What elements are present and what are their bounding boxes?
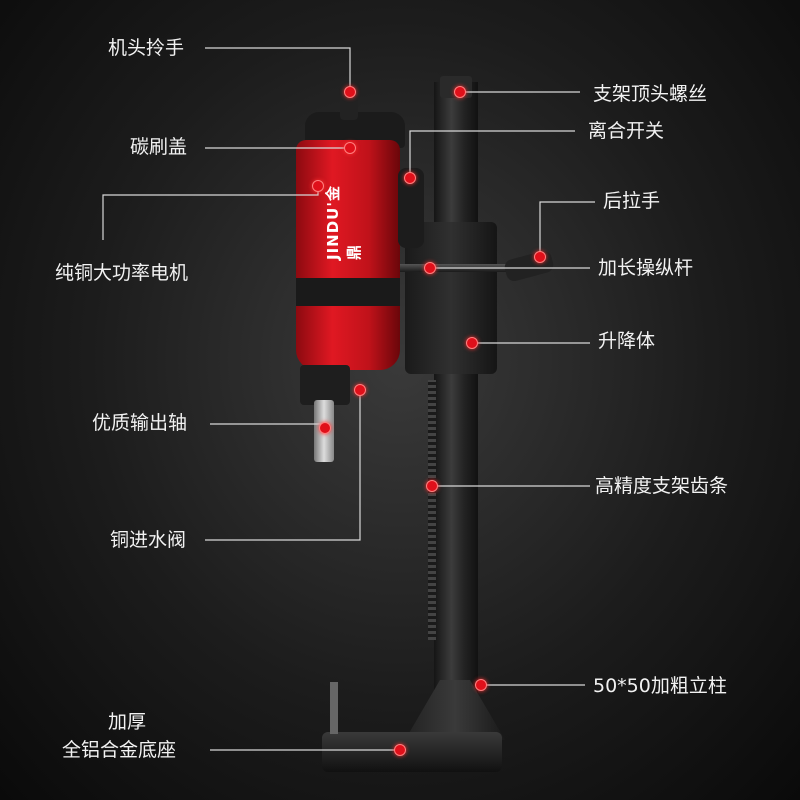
carriage	[405, 222, 497, 374]
marker-carriage	[466, 337, 478, 349]
label-lever: 加长操纵杆	[598, 257, 694, 279]
motor-band	[296, 278, 400, 306]
marker-brush-cover	[344, 142, 356, 154]
marker-water-valve	[354, 384, 366, 396]
marker-top-screw	[454, 86, 466, 98]
gearbox	[300, 365, 350, 405]
base-plate	[322, 732, 502, 772]
marker-output-shaft	[319, 422, 331, 434]
marker-handle	[344, 86, 356, 98]
label-water-valve: 铜进水阀	[110, 529, 187, 551]
label-brush-cover: 碳刷盖	[130, 136, 188, 158]
marker-rear-handle	[534, 251, 546, 263]
label-output-shaft: 优质输出轴	[92, 412, 188, 434]
marker-rack	[426, 480, 438, 492]
marker-column	[475, 679, 487, 691]
marker-motor	[312, 180, 324, 192]
label-base-line1: 加厚	[108, 711, 147, 733]
marker-lever	[424, 262, 436, 274]
label-handle: 机头拎手	[108, 37, 185, 59]
label-clutch: 离合开关	[588, 120, 665, 142]
label-base-line2: 全铝合金底座	[62, 739, 177, 761]
rack	[428, 380, 436, 640]
label-carriage: 升降体	[598, 330, 656, 352]
label-top-screw: 支架顶头螺丝	[593, 83, 708, 105]
label-column: 50*50加粗立柱	[593, 675, 727, 697]
marker-base	[394, 744, 406, 756]
column	[434, 82, 478, 702]
label-rack: 高精度支架齿条	[595, 475, 729, 497]
label-motor: 纯铜大功率电机	[55, 262, 189, 284]
label-rear-handle: 后拉手	[603, 190, 661, 212]
leveling-screw	[330, 682, 338, 734]
motor-body	[296, 140, 400, 370]
marker-clutch	[404, 172, 416, 184]
